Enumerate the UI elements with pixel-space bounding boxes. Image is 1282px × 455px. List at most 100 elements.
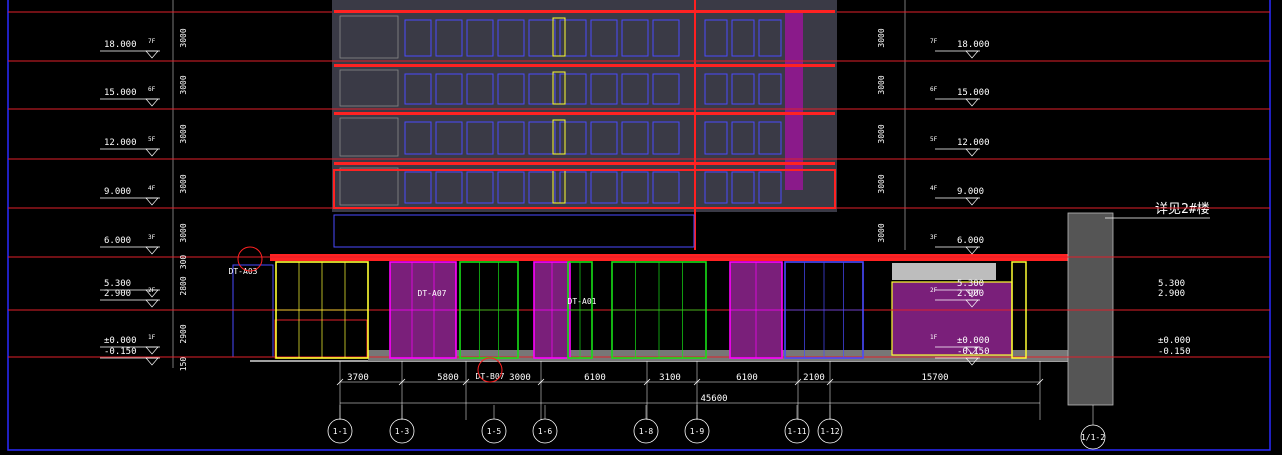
- tower-hatched-bay: [339, 117, 399, 157]
- right-floor-label: 4F: [930, 185, 938, 192]
- tower-window-east: [704, 19, 728, 57]
- hatched-column-2-outline: [1067, 212, 1114, 406]
- axis-bubble: [481, 418, 507, 444]
- dimension-slash: [1036, 378, 1044, 386]
- tower-window: [590, 19, 618, 57]
- tower-window: [528, 171, 556, 204]
- tower-window: [435, 121, 463, 155]
- left-elevation-marker: [145, 197, 159, 206]
- tower-window: [621, 171, 649, 204]
- tower-window-group: [333, 10, 836, 248]
- tower-window: [652, 171, 680, 204]
- left-floor-label: 1F: [148, 334, 156, 341]
- axis-bubble: [389, 418, 415, 444]
- tower-window: [652, 73, 680, 105]
- entrance-glazing: [891, 281, 1013, 356]
- left-storey-height: 3000: [179, 174, 188, 193]
- right-elevation-marker: [965, 148, 979, 157]
- tower-facade: [332, 0, 837, 212]
- axis-label: 1-9: [690, 427, 705, 436]
- tower-window-accent: [552, 17, 566, 57]
- component-tag: DT-A07: [418, 289, 447, 298]
- left-elevation-label: 5.300: [104, 279, 131, 289]
- axis-label: 1-5: [487, 427, 502, 436]
- axis-bubble: [817, 418, 843, 444]
- left-floor-label: 4F: [148, 185, 156, 192]
- left-elevation-label: -0.150: [104, 347, 137, 357]
- tag-callout-circle: [477, 357, 503, 383]
- tower-window-east: [731, 121, 755, 155]
- podium-base-hatch: [368, 350, 1068, 361]
- left-storey-height: 3000: [179, 75, 188, 94]
- tower-window: [652, 19, 680, 57]
- right-storey-height: 3000: [877, 223, 886, 242]
- tower-hatched-bay: [339, 167, 399, 206]
- right-storey-height: 3000: [877, 28, 886, 47]
- tower-window: [497, 171, 525, 204]
- tower-window-east: [731, 171, 755, 204]
- tower-window-east: [758, 171, 782, 204]
- tower-window: [590, 73, 618, 105]
- left-floor-label: 3F: [148, 234, 156, 241]
- tower-window: [621, 121, 649, 155]
- right-elevation-label: 5.300: [957, 279, 984, 289]
- right-storey-height: 3000: [877, 124, 886, 143]
- far-right-elevation-label: 2.900: [1158, 289, 1185, 299]
- dimension-slash: [537, 378, 545, 386]
- dimension-label: 5800: [437, 373, 459, 383]
- tower-window: [497, 121, 525, 155]
- right-floor-label: 3F: [930, 234, 938, 241]
- tower-stair-core: [785, 10, 803, 190]
- tower-slab: [334, 112, 835, 115]
- dimension-slash: [462, 378, 470, 386]
- podium-door-frame: [1011, 261, 1027, 359]
- tower-window: [466, 121, 494, 155]
- right-floor-label: 6F: [930, 86, 938, 93]
- tower-window: [559, 121, 587, 155]
- tower-window: [559, 73, 587, 105]
- right-floor-label: 7F: [930, 38, 938, 45]
- dimension-label: 6100: [736, 373, 758, 383]
- tower-window-east: [758, 19, 782, 57]
- tower-window: [466, 171, 494, 204]
- left-elevation-label: 18.000: [104, 40, 137, 50]
- tower-window-east: [731, 19, 755, 57]
- tag-callout-circle: [237, 246, 263, 272]
- tower-window: [435, 171, 463, 204]
- component-tag: DT-A01: [568, 297, 597, 306]
- left-elevation-marker: [145, 289, 159, 298]
- right-elevation-label: 18.000: [957, 40, 990, 50]
- left-elevation-label: 9.000: [104, 187, 131, 197]
- right-elevation-label: 2.900: [957, 289, 984, 299]
- dimension-label: 2100: [803, 373, 825, 383]
- axis-label: 1-11: [787, 427, 806, 436]
- right-elevation-label: -0.150: [957, 347, 990, 357]
- left-elevation-marker: [145, 299, 159, 308]
- tower-window: [528, 73, 556, 105]
- tower-window-east: [704, 121, 728, 155]
- left-storey-height: 300: [179, 255, 188, 270]
- tower-window-accent: [552, 119, 566, 155]
- left-floor-label: 5F: [148, 136, 156, 143]
- right-storey-height: 3000: [877, 75, 886, 94]
- dimension-slash: [693, 378, 701, 386]
- total-dimension-label: 45600: [700, 394, 727, 404]
- dimension-slash: [398, 378, 406, 386]
- tower-window: [404, 73, 432, 105]
- tower-hatched-bay: [339, 69, 399, 107]
- axis-bubble: [1080, 424, 1106, 450]
- tower-window: [497, 73, 525, 105]
- tower-window: [559, 171, 587, 204]
- left-elevation-marker: [145, 246, 159, 255]
- tower-window: [528, 19, 556, 57]
- tower-window: [590, 171, 618, 204]
- axis-label: 1-12: [820, 427, 839, 436]
- right-elevation-marker: [965, 299, 979, 308]
- right-elevation-marker: [965, 197, 979, 206]
- axis-label: 1-8: [639, 427, 654, 436]
- left-storey-height: 3000: [179, 124, 188, 143]
- dimension-slash: [643, 378, 651, 386]
